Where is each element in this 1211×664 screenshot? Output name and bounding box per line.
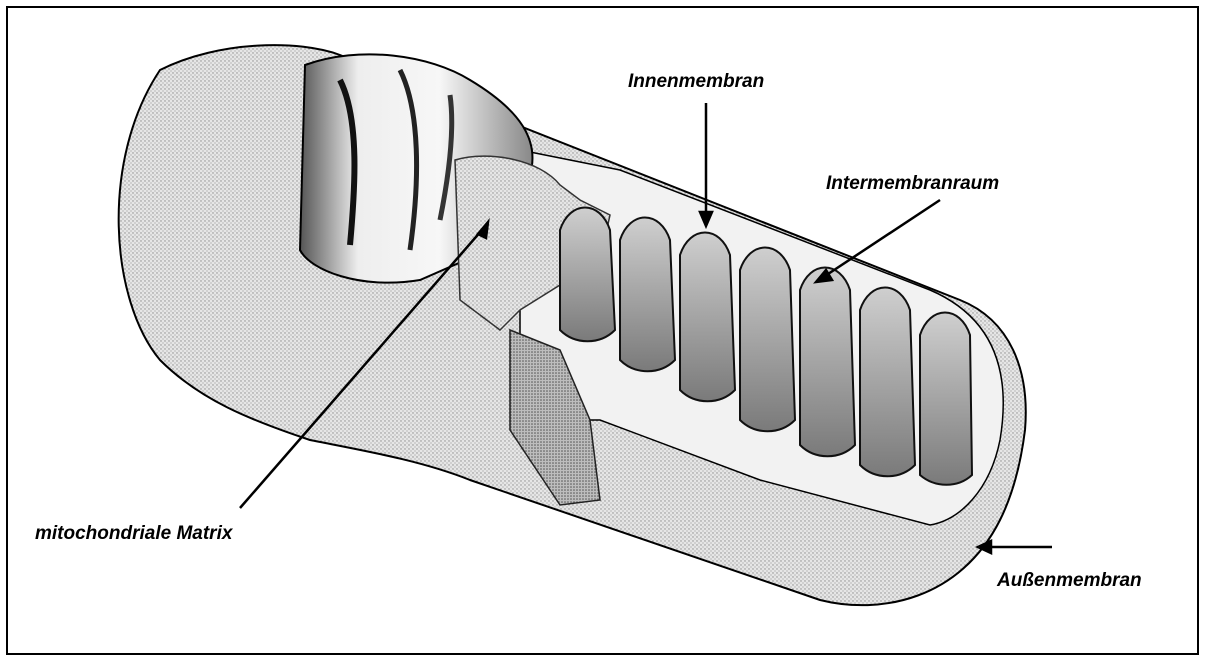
label-aussenmembran: Außenmembran: [997, 571, 1142, 590]
label-matrix: mitochondriale Matrix: [35, 524, 232, 543]
label-intermembranraum: Intermembranraum: [826, 174, 999, 193]
label-innenmembran: Innenmembran: [628, 72, 764, 91]
